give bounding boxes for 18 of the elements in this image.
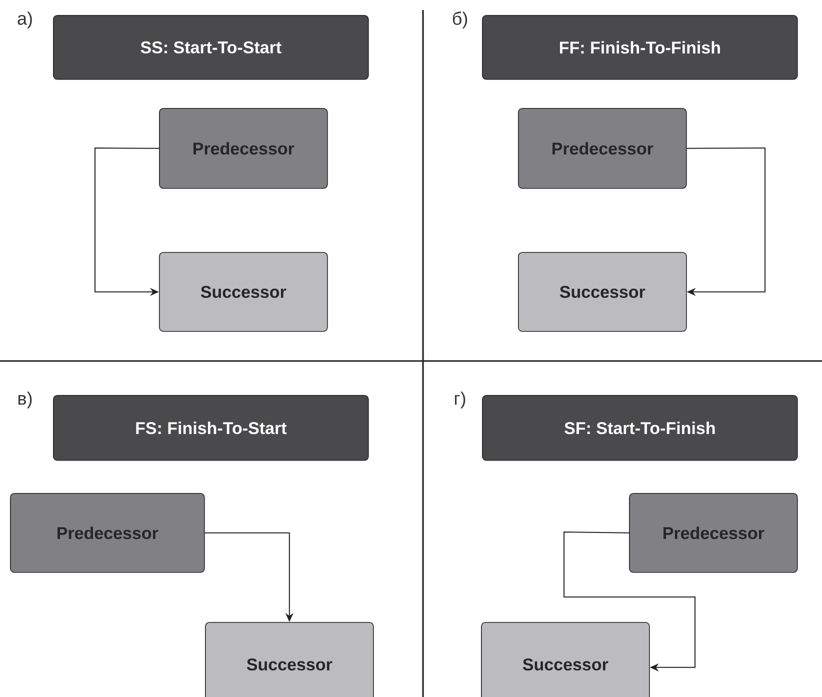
arrow: [564, 532, 696, 672]
successor-box: Successor: [481, 622, 650, 697]
panel-letter: а): [18, 12, 32, 28]
predecessor-box: Predecessor: [10, 493, 205, 573]
successor-box: Successor: [205, 622, 374, 697]
panel-letter: г): [454, 392, 466, 408]
successor-box: Successor: [159, 252, 328, 332]
predecessor-box: Predecessor: [518, 108, 687, 189]
predecessor-box: Predecessor: [629, 493, 798, 573]
title-box: FF: Finish-To-Finish: [482, 15, 798, 80]
title-box: FS: Finish-To-Start: [53, 395, 369, 461]
successor-box: Successor: [518, 252, 687, 332]
predecessor-box: Predecessor: [159, 108, 328, 189]
panel-letter: в): [18, 392, 32, 408]
panel-letter: б): [452, 12, 468, 28]
title-box: SS: Start-To-Start: [53, 15, 369, 80]
arrow: [686, 148, 766, 296]
title-box: SF: Start-To-Finish: [482, 395, 798, 461]
